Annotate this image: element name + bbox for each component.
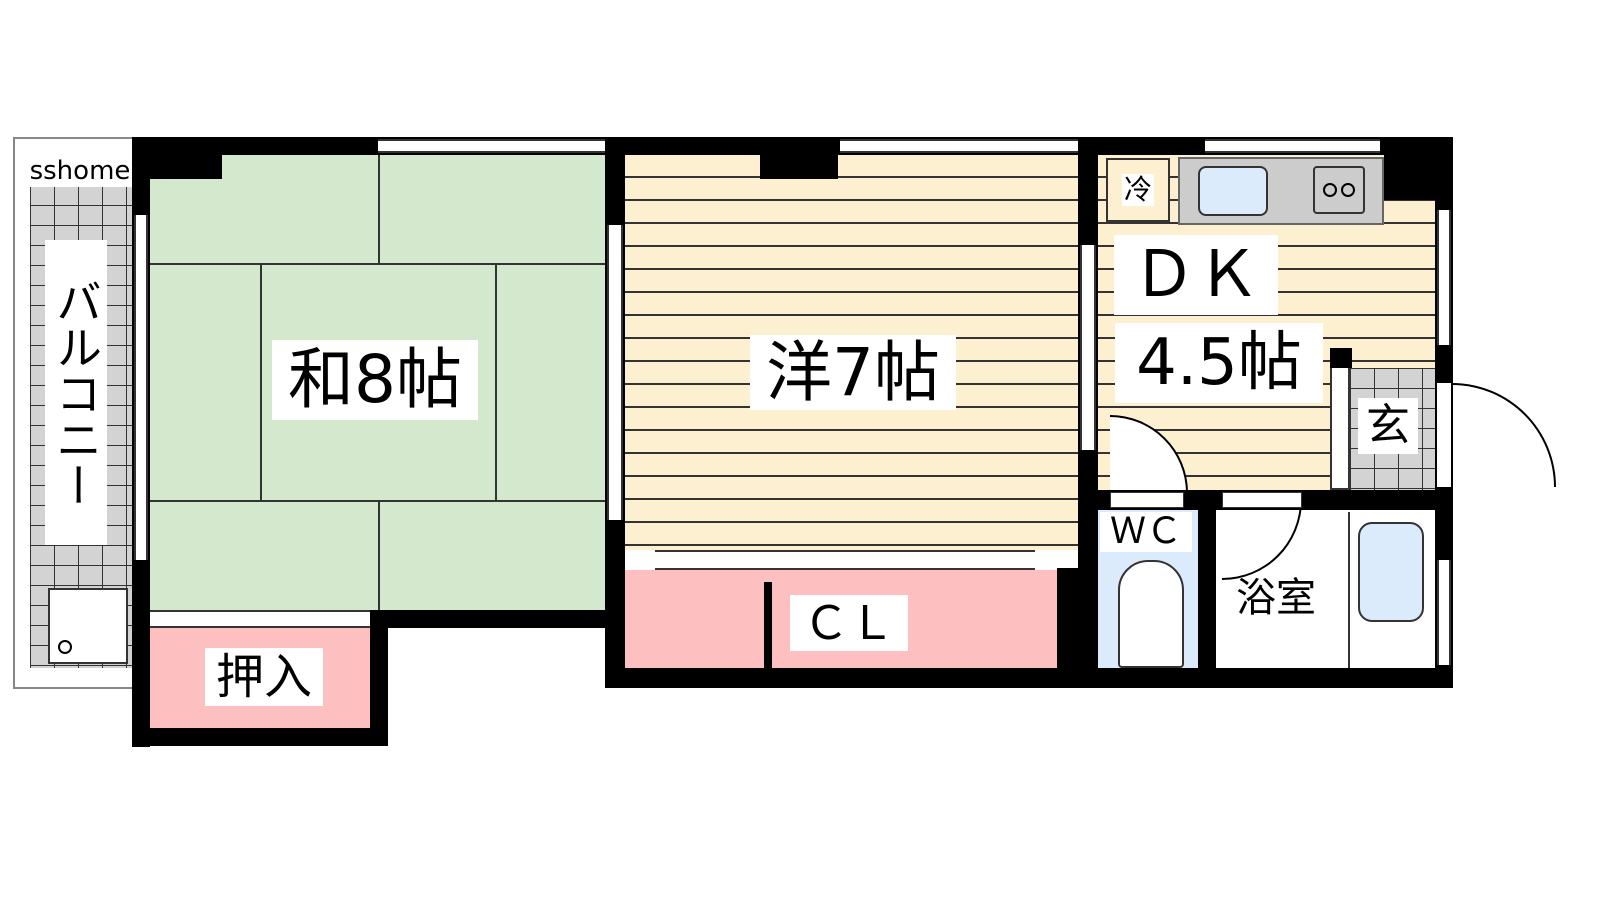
toilet-icon (1118, 560, 1184, 668)
tatami-line (495, 263, 497, 500)
closet-divider (764, 582, 772, 668)
fridge: 冷 (1106, 158, 1170, 222)
wall (150, 155, 222, 179)
tatami-line (150, 500, 605, 502)
closet-doors[interactable] (655, 550, 1035, 570)
front-door[interactable] (1452, 383, 1556, 487)
shoe-box (1330, 350, 1350, 490)
dk-label: ＤＫ (1114, 235, 1278, 315)
oshiire-sliding-door[interactable] (150, 610, 370, 628)
window[interactable] (134, 215, 148, 560)
tatami-line (150, 263, 605, 265)
bathtub (1358, 522, 1424, 622)
wall (1384, 155, 1436, 200)
bath-divider (1348, 512, 1350, 668)
sliding-door[interactable] (1080, 245, 1096, 450)
watermark: sshome (26, 155, 134, 187)
balcony-label: バルコニー (45, 240, 107, 545)
wall (760, 155, 838, 179)
wall (370, 610, 388, 746)
oshiire-label: 押入 (205, 648, 323, 706)
wc-label: ＷＣ (1100, 512, 1192, 552)
dk-size-label: 4.5帖 (1115, 323, 1323, 403)
closet-label: ＣＬ (790, 595, 908, 651)
bath-label: 浴室 (1228, 575, 1324, 621)
wall (1198, 490, 1216, 668)
entrance-opening (1437, 383, 1451, 487)
stove-icon (1313, 166, 1365, 214)
wall (1330, 348, 1352, 368)
window[interactable] (1205, 139, 1380, 153)
tatami-line (378, 155, 380, 263)
japanese-room-label: 和8帖 (272, 340, 478, 420)
western-room-label: 洋7帖 (750, 335, 956, 410)
tatami-line (260, 263, 262, 500)
window[interactable] (840, 139, 1078, 153)
tatami-line (378, 500, 380, 610)
wall (388, 610, 605, 628)
wall (132, 728, 388, 746)
wc-door-opening (1110, 492, 1184, 508)
wall (605, 668, 1453, 688)
wall (1057, 568, 1078, 668)
window[interactable] (378, 139, 605, 153)
fridge-label: 冷 (1121, 173, 1154, 206)
sliding-door[interactable] (607, 225, 623, 520)
bath-door-opening (1222, 492, 1302, 508)
window[interactable] (1437, 560, 1451, 665)
sink (1198, 166, 1268, 216)
window[interactable] (1437, 210, 1451, 345)
outdoor-unit (48, 588, 128, 664)
entrance-label: 玄 (1358, 398, 1418, 454)
